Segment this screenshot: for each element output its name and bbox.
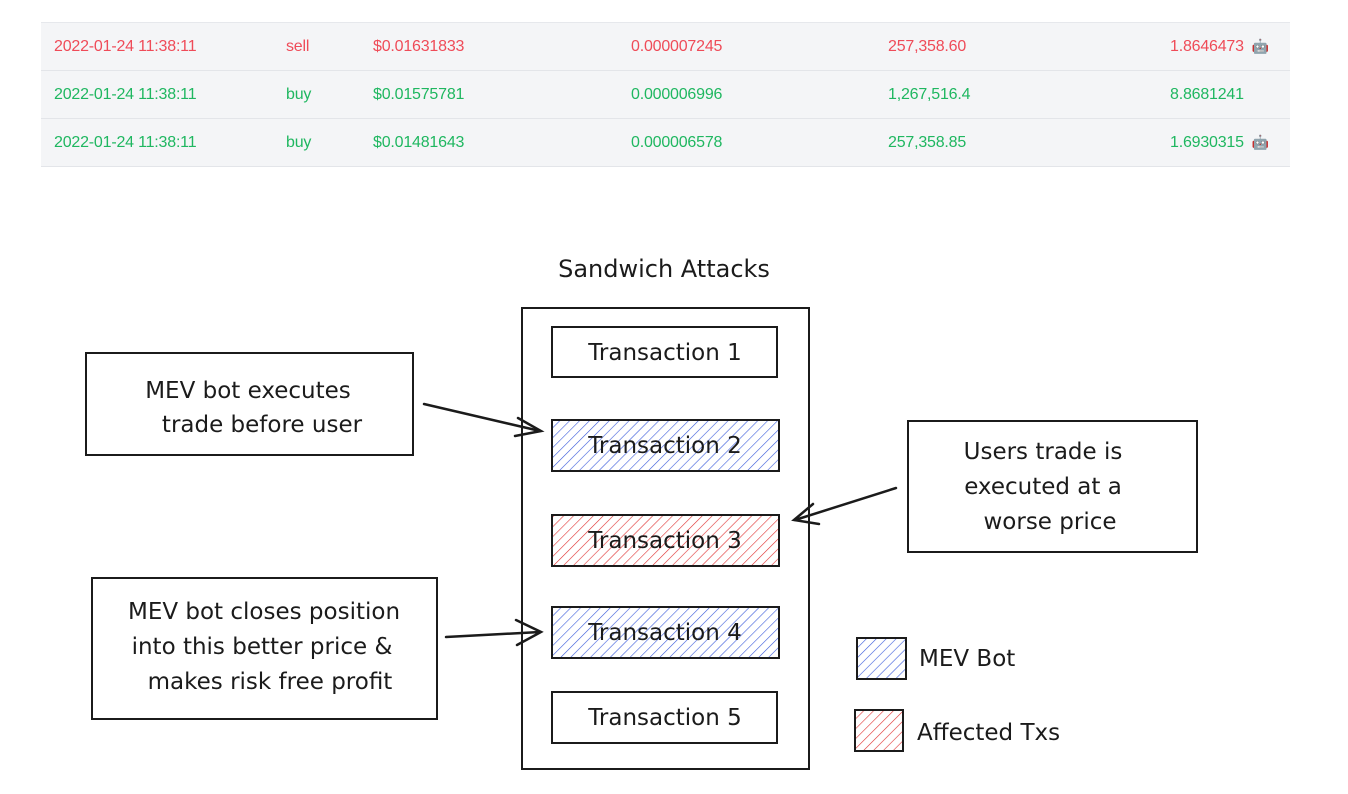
trade-side: buy [286,134,312,151]
legend-swatch-affected [854,709,904,752]
transaction-label: Transaction 3 [587,528,742,554]
note-back-run: MEV bot closes position into this better… [91,577,438,720]
transaction-1: Transaction 1 [551,326,778,378]
table-row: 2022-01-24 11:38:11 buy $0.01481643 0.00… [41,119,1290,167]
trade-quantity: 1,267,516.4 [888,86,971,103]
legend-item-affected: Affected Txs [854,709,1060,752]
transaction-label: Transaction 2 [587,433,742,459]
trade-quantity: 257,358.60 [888,38,967,55]
trade-price-eth: 0.000006578 [631,134,723,151]
robot-icon: 🤖 [1251,134,1270,150]
robot-icon: 🤖 [1251,38,1270,54]
trade-value-text: 1.6930315 [1170,134,1244,151]
trade-side: sell [286,38,310,55]
transaction-label: Transaction 4 [587,620,742,646]
trade-date: 2022-01-24 11:38:11 [54,86,197,103]
transaction-5: Transaction 5 [551,691,778,744]
note-front-run: MEV bot executes trade before user [85,352,414,456]
note-line: makes risk free profit [148,669,393,695]
trade-price-eth: 0.000006996 [631,86,723,103]
block-container [521,307,810,770]
trade-price-eth: 0.000007245 [631,38,723,55]
transaction-2: Transaction 2 [551,419,780,472]
table-row: 2022-01-24 11:38:11 buy $0.01575781 0.00… [41,71,1290,119]
trade-price: $0.01631833 [373,38,465,55]
trade-date: 2022-01-24 11:38:11 [54,38,197,55]
note-line: worse price [983,509,1116,535]
trade-value: 8.8681241 [1170,86,1244,104]
table-row: 2022-01-24 11:38:11 sell $0.01631833 0.0… [41,23,1290,71]
transaction-3: Transaction 3 [551,514,780,567]
trade-value: 1.6930315 🤖 [1170,134,1269,152]
transaction-label: Transaction 5 [587,705,742,731]
trade-price: $0.01481643 [373,134,465,151]
note-line: executed at a [964,474,1122,500]
note-user-trade: Users trade is executed at a worse price [907,420,1198,553]
note-line: Users trade is [964,439,1123,465]
note-line: into this better price & [132,634,393,660]
note-line: MEV bot executes [145,378,351,404]
transaction-4: Transaction 4 [551,606,780,659]
legend-label: MEV Bot [919,646,1015,672]
diagram-title: Sandwich Attacks [558,255,770,283]
trade-price: $0.01575781 [373,86,465,103]
legend: MEV Bot Affected Txs [854,637,1060,752]
legend-label: Affected Txs [917,720,1060,746]
trades-table: 2022-01-24 11:38:11 sell $0.01631833 0.0… [41,22,1290,167]
legend-swatch-mev [856,637,907,680]
arrow [444,618,544,647]
trade-value: 1.8646473 🤖 [1170,38,1269,56]
arrow [422,402,545,438]
legend-item-mev-bot: MEV Bot [856,637,1015,680]
transaction-label: Transaction 1 [587,340,742,366]
arrow [791,486,898,526]
trade-value-text: 1.8646473 [1170,38,1244,55]
note-line: MEV bot closes position [128,599,400,625]
trade-quantity: 257,358.85 [888,134,967,151]
note-line: trade before user [162,412,363,438]
trade-date: 2022-01-24 11:38:11 [54,134,197,151]
trade-value-text: 8.8681241 [1170,86,1244,103]
trade-side: buy [286,86,312,103]
